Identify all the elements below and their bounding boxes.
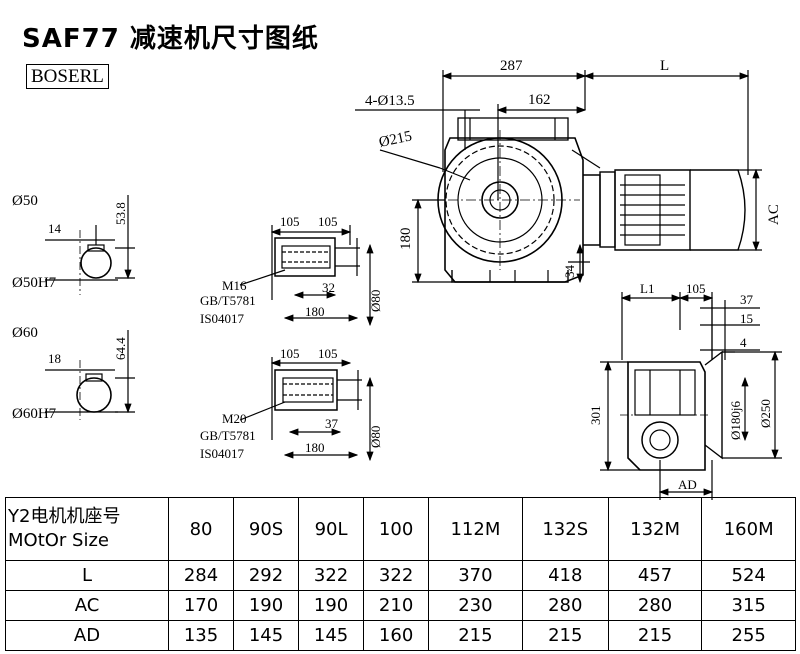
s1-iso: IS04017	[200, 311, 245, 326]
page-title: SAF77 减速机尺寸图纸	[22, 24, 319, 54]
table-row: L 284 292 322 322 370 418 457 524	[5, 560, 796, 591]
s2-105b: 105	[318, 346, 338, 361]
s2-thread: M20	[222, 411, 247, 426]
table-cell: 145	[298, 620, 365, 651]
shaft2-bore: Ø60H7	[12, 406, 57, 422]
row-label: AC	[5, 590, 169, 621]
s1-thread: M16	[222, 278, 247, 293]
table-cell: 190	[298, 590, 365, 621]
table-cell: 210	[363, 590, 430, 621]
table-cell: 524	[701, 560, 796, 591]
s1-gb: GB/T5781	[200, 293, 256, 308]
row-label: AD	[5, 620, 169, 651]
table-cell: 170	[167, 590, 235, 621]
s2-iso: IS04017	[200, 446, 245, 461]
s2-d80: Ø80	[368, 426, 383, 448]
shaft1-dia: Ø50	[12, 193, 38, 209]
ev-d180: Ø180j6	[728, 401, 743, 441]
hollow-shaft-m16	[239, 225, 374, 327]
ev-AD: AD	[678, 477, 697, 492]
shaft1-bore: Ø50H7	[12, 275, 57, 291]
ev-d250: Ø250	[758, 399, 773, 428]
table-cell: 280	[607, 590, 703, 621]
table-header-label: Y2电机机座号 MOtOr Size	[5, 497, 169, 561]
ev-37: 37	[740, 292, 754, 307]
table-cell: 190	[233, 590, 300, 621]
brand-logo: BOSERL	[26, 64, 109, 89]
table-cell: 230	[428, 590, 523, 621]
table-cell: 315	[701, 590, 796, 621]
s1-d80: Ø80	[368, 290, 383, 312]
dim-4-holes: 4-Ø13.5	[365, 93, 415, 109]
table-header-row: Y2电机机座号 MOtOr Size 80 90S 90L 100 112M 1…	[5, 497, 796, 561]
row-label: L	[5, 560, 169, 591]
dim-287: 287	[500, 58, 523, 74]
shaft-section-60	[45, 330, 135, 420]
size-cell: 112M	[428, 497, 523, 561]
table-cell: 215	[428, 620, 523, 651]
dimension-table: Y2电机机座号 MOtOr Size 80 90S 90L 100 112M 1…	[5, 497, 796, 651]
s1-105b: 105	[318, 214, 338, 229]
dim-AC: AC	[766, 204, 782, 225]
dim-162: 162	[528, 92, 551, 108]
ev-105: 105	[686, 281, 706, 296]
size-cell: 90L	[298, 497, 365, 561]
size-cell: 132S	[521, 497, 609, 561]
size-cell: 80	[167, 497, 235, 561]
table-row: AD 135 145 145 160 215 215 215 255	[5, 620, 796, 651]
table-cell: 280	[521, 590, 609, 621]
table-cell: 215	[607, 620, 703, 651]
dim-180-main: 180	[398, 228, 414, 251]
table-cell: 322	[363, 560, 430, 591]
size-cell: 90S	[233, 497, 300, 561]
s2-105a: 105	[280, 346, 300, 361]
s1-180: 180	[305, 304, 325, 319]
s1-32: 32	[322, 280, 335, 295]
table-cell: 457	[607, 560, 703, 591]
table-cell: 135	[167, 620, 235, 651]
main-view	[355, 70, 762, 284]
table-cell: 215	[521, 620, 609, 651]
table-cell: 370	[428, 560, 523, 591]
ev-15: 15	[740, 311, 753, 326]
dim-34: 34	[562, 265, 577, 279]
header-line-1: Y2电机机座号	[8, 506, 121, 527]
table-cell: 255	[701, 620, 796, 651]
size-cell: 100	[363, 497, 430, 561]
shaft1-width: 14	[48, 221, 62, 236]
ev-4: 4	[740, 335, 747, 350]
ev-301: 301	[588, 406, 603, 426]
s2-180: 180	[305, 440, 325, 455]
header-line-2: MOtOr Size	[8, 530, 109, 551]
table-cell: 160	[363, 620, 430, 651]
table-cell: 292	[233, 560, 300, 591]
shaft1-height: 53.8	[113, 202, 128, 225]
dim-L: L	[660, 58, 669, 74]
table-cell: 322	[298, 560, 365, 591]
table-cell: 284	[167, 560, 235, 591]
main-view-labels: 287 L 4-Ø13.5 162 Ø215 180 34 AC	[365, 58, 782, 278]
size-cell: 132M	[607, 497, 703, 561]
s2-37: 37	[325, 416, 339, 431]
s2-gb: GB/T5781	[200, 428, 256, 443]
table-cell: 418	[521, 560, 609, 591]
shaft2-dia: Ø60	[12, 325, 38, 341]
technical-drawing: 287 L 4-Ø13.5 162 Ø215 180 34 AC Ø50 14 …	[12, 58, 782, 500]
hollow-shaft-m20	[239, 357, 374, 462]
table-row: AC 170 190 190 210 230 280 280 315	[5, 590, 796, 621]
s1-105a: 105	[280, 214, 300, 229]
size-cell: 160M	[701, 497, 796, 561]
end-view	[600, 292, 782, 500]
ev-L1: L1	[640, 281, 654, 296]
shaft2-width: 18	[48, 351, 61, 366]
table-cell: 145	[233, 620, 300, 651]
shaft-section-50	[45, 195, 135, 295]
dim-d215: Ø215	[378, 128, 414, 151]
shaft2-height: 64.4	[113, 337, 128, 360]
